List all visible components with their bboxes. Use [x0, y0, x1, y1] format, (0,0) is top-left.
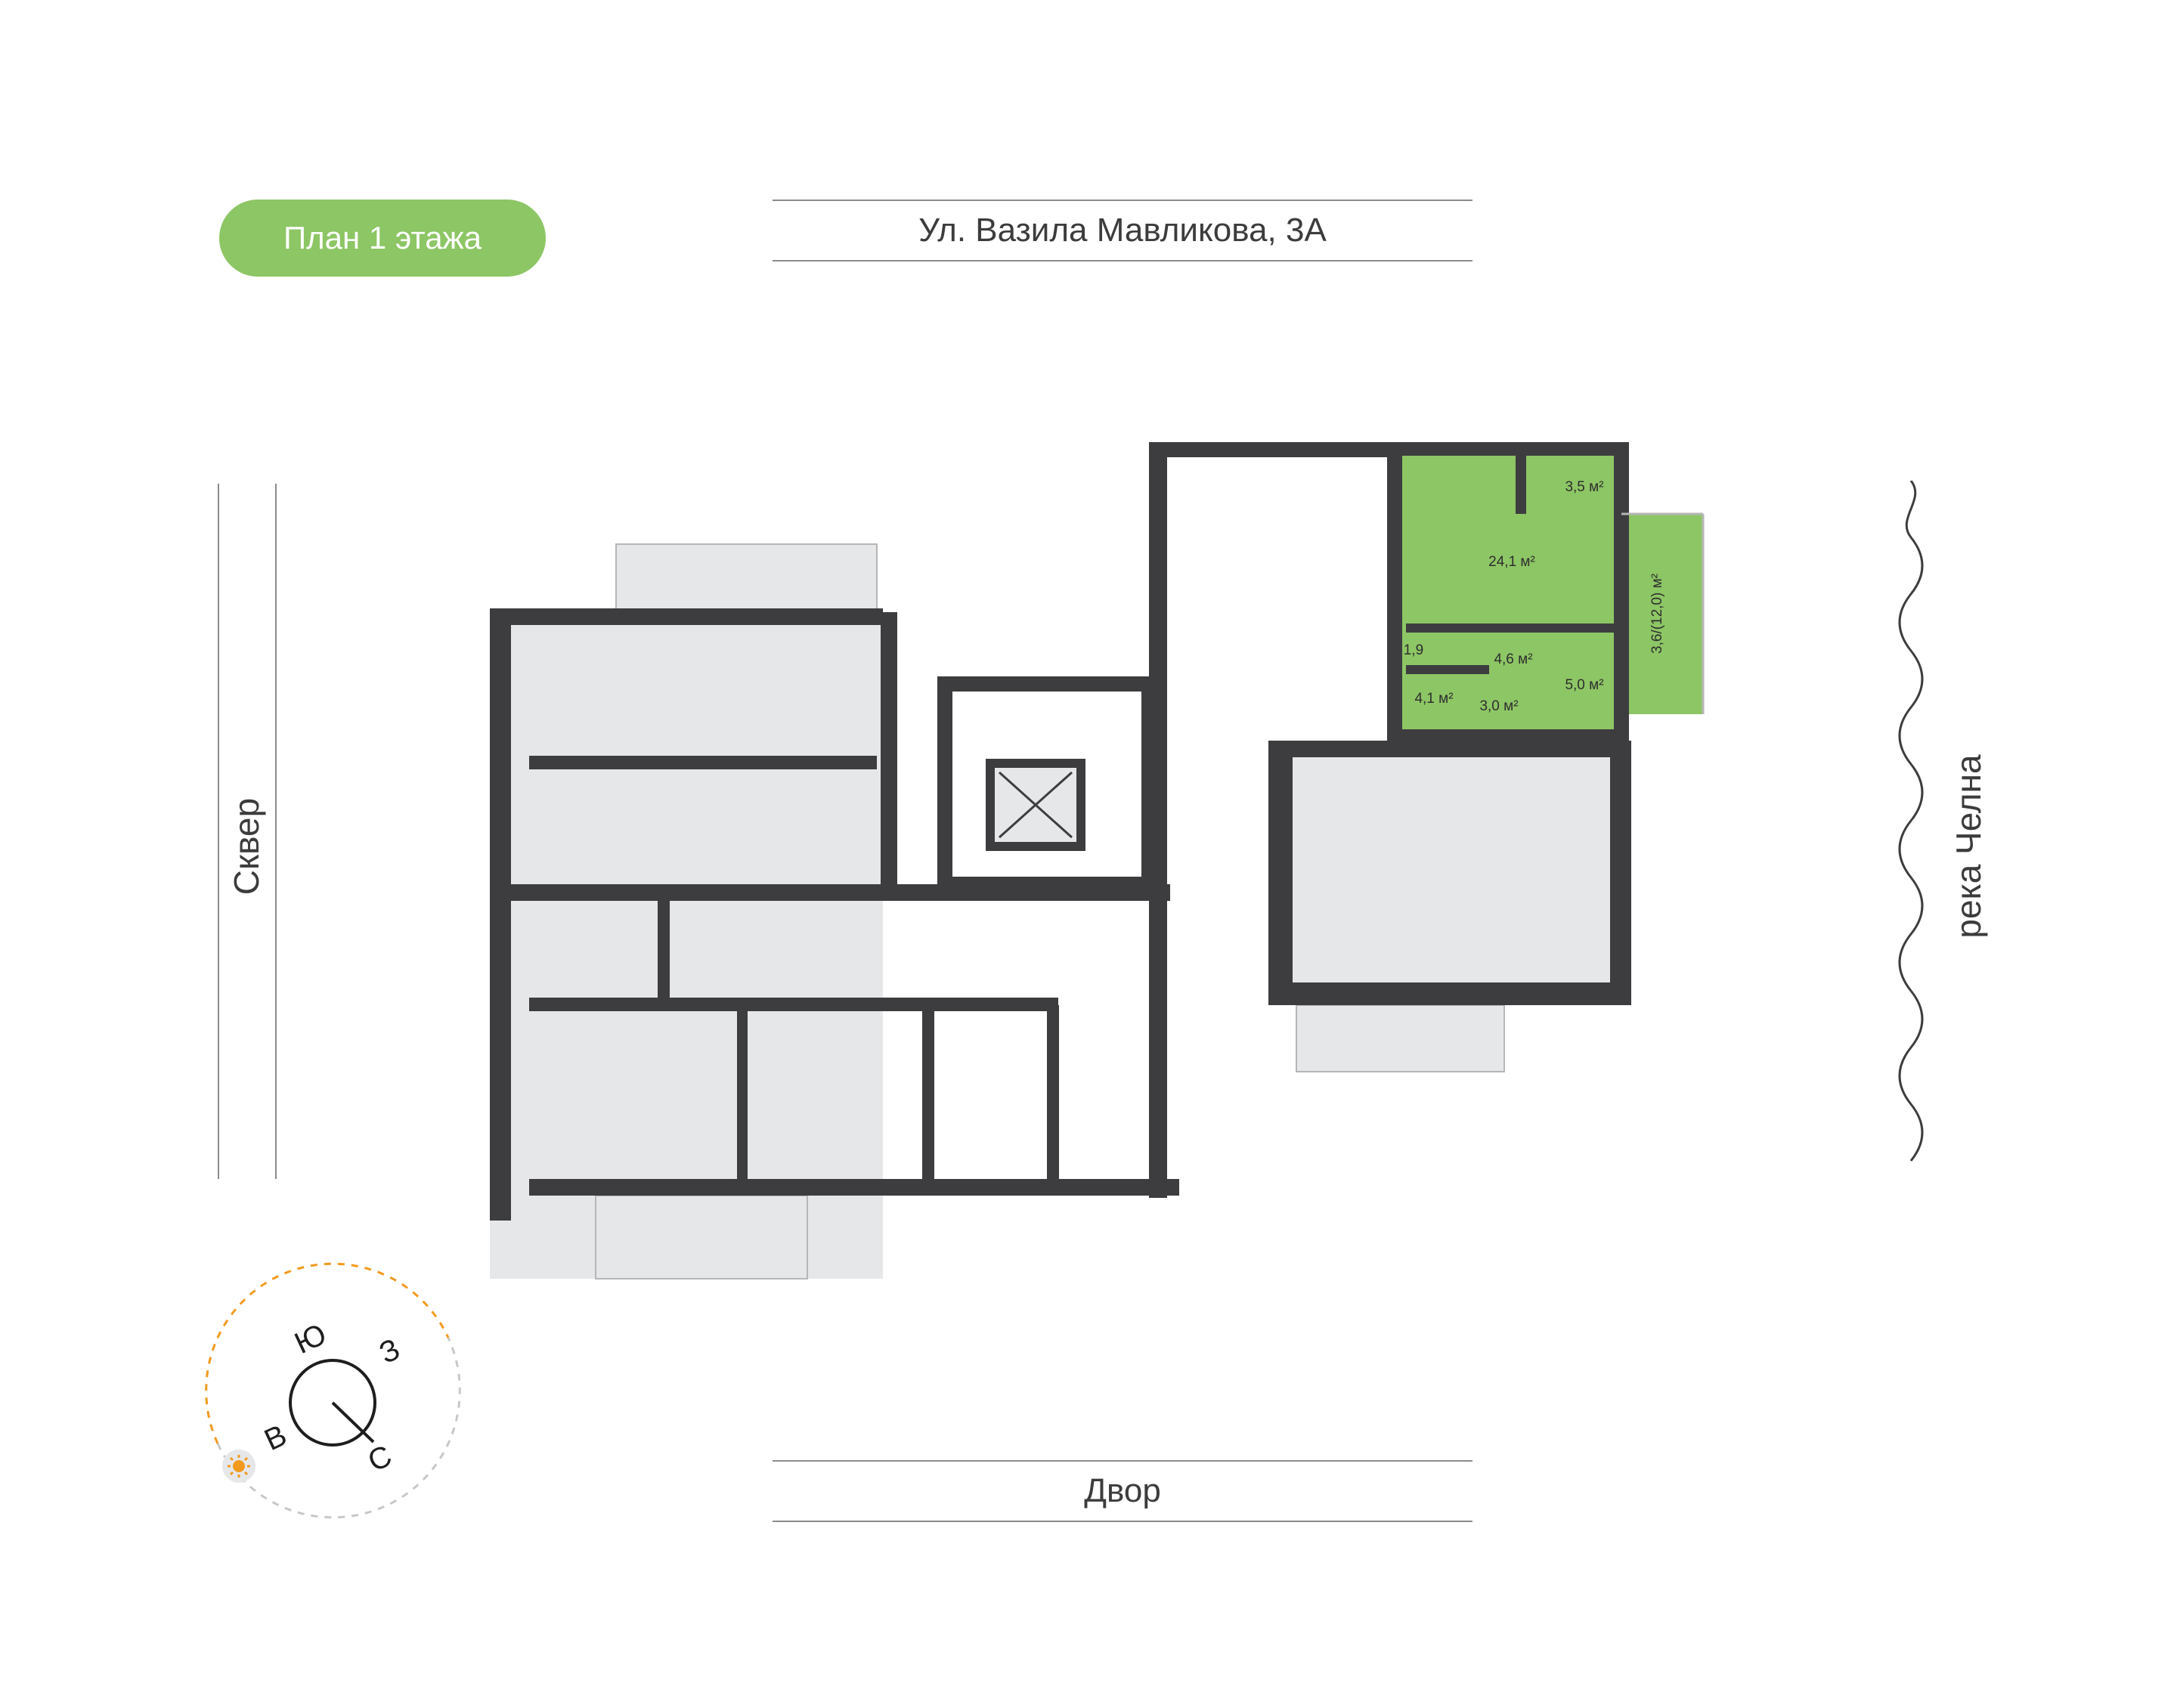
right-wing — [1160, 442, 1631, 1072]
left-wing — [490, 442, 1179, 1279]
room-labels: 3,5 м² 24,1 м² 3,6/(12,0) м² 1,9 4,6 м² … — [1404, 479, 1665, 714]
wall — [1406, 665, 1489, 674]
wall — [1268, 741, 1631, 757]
wall — [490, 608, 511, 1221]
wall — [529, 756, 877, 769]
lobby-walls — [937, 676, 1157, 892]
wall — [1406, 623, 1618, 633]
room-label: 4,6 м² — [1494, 651, 1532, 667]
wall — [922, 1005, 934, 1187]
room-label: 4,1 м² — [1414, 691, 1453, 707]
yard-label: Двор — [1084, 1472, 1161, 1509]
wall — [1268, 982, 1631, 1005]
street-label-top: Ул. Вазила Мавликова, 3А — [773, 200, 1472, 261]
wall — [529, 998, 1058, 1011]
wall — [1516, 453, 1526, 514]
compass: Ю З В С — [205, 1262, 461, 1519]
room-label: 3,6/(12,0) м² — [1649, 574, 1665, 654]
wall — [529, 1179, 1179, 1196]
right-balcony — [1296, 1004, 1505, 1072]
wall — [737, 1005, 748, 1187]
right-wing-floor — [1277, 752, 1625, 1005]
wall — [1610, 741, 1631, 1005]
wall — [1614, 442, 1629, 741]
wall — [1268, 741, 1293, 1005]
apartment-fill — [1395, 453, 1621, 741]
room-label: 3,0 м² — [1479, 698, 1518, 714]
left-balcony-top — [615, 543, 878, 614]
wall — [1387, 442, 1629, 456]
compass-letter-east: В — [259, 1419, 292, 1457]
compass-letter-south: Ю — [290, 1317, 331, 1360]
room-label: 1,9 — [1404, 642, 1423, 658]
wall — [881, 612, 897, 892]
sun-icon — [228, 1455, 250, 1477]
plan-title-badge: План 1 этажа — [219, 200, 546, 277]
wall — [1387, 729, 1629, 743]
left-street-line — [275, 484, 277, 1179]
left-wing-floor — [490, 614, 883, 1279]
wall — [658, 893, 670, 1007]
highlighted-apartment — [1387, 442, 1705, 743]
compass-letter-north: С — [363, 1439, 397, 1478]
shadow-path — [216, 1337, 461, 1519]
wall — [1047, 1005, 1059, 1187]
room-label: 5,0 м² — [1565, 677, 1603, 693]
lobby — [937, 676, 1157, 892]
apartment-loggia-fill — [1621, 514, 1703, 714]
wall — [1160, 442, 1440, 457]
compass-circle — [289, 1359, 376, 1447]
room-label: 24,1 м² — [1488, 554, 1535, 570]
compass-needle — [331, 1401, 375, 1443]
wall — [490, 608, 883, 625]
room-label: 3,5 м² — [1565, 479, 1603, 495]
compass-letter-west: З — [374, 1332, 405, 1370]
street-label-bottom: Двор — [773, 1460, 1472, 1522]
street-name: Ул. Вазила Мавликова, 3А — [918, 212, 1327, 249]
river-wave — [1898, 481, 1924, 1162]
left-balcony-bottom — [595, 1195, 808, 1279]
wall — [1387, 442, 1402, 741]
left-street-line — [218, 484, 219, 1179]
sun-path — [205, 1262, 450, 1444]
